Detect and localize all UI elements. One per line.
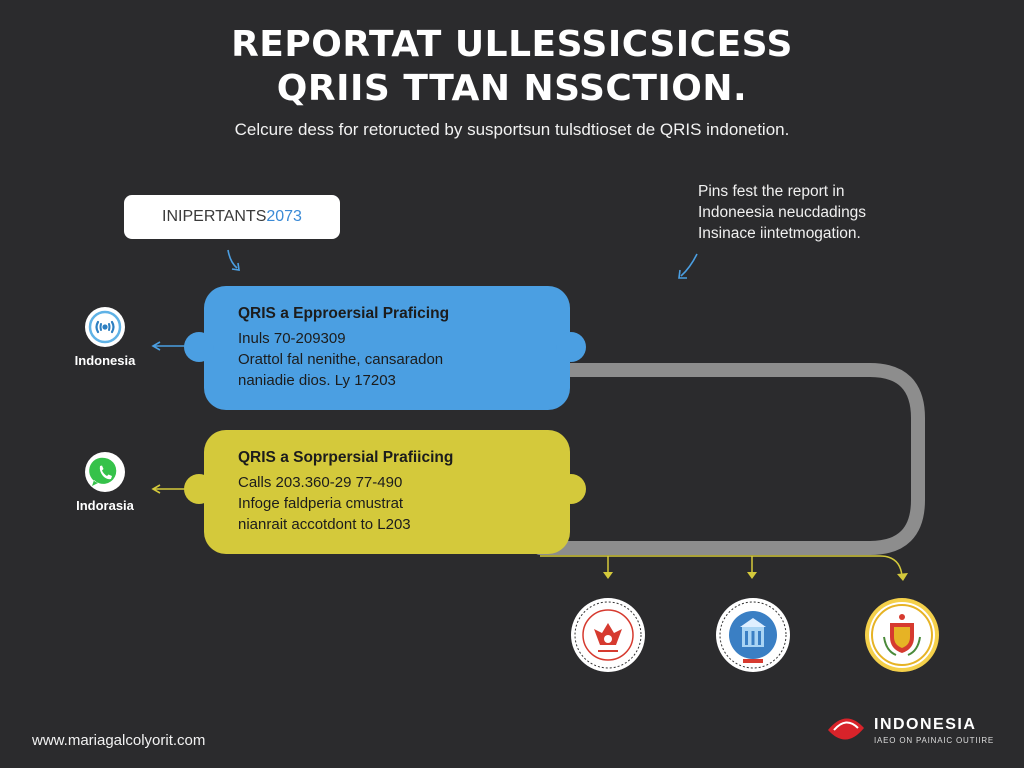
card-knob-right [556, 332, 586, 362]
card-title: QRIS a Soprpersial Prafiicing [238, 449, 454, 466]
badge-label: INIPERTANTS [162, 208, 267, 225]
blue-building-seal-icon [715, 597, 791, 678]
card-knob-left [184, 474, 214, 504]
title-line-1: REPORTAT ULLESSICSICESS [231, 24, 793, 65]
title-line-2: QRIIS TTAN NSSCTION. [276, 68, 748, 109]
badge-arrow [227, 249, 238, 269]
signal-icon [84, 306, 126, 353]
card-title: QRIS a Epproersial Praficing [238, 305, 450, 322]
card-line: Infoge faldperia cmustrat [238, 495, 404, 512]
indonesia-logo-icon [826, 712, 866, 751]
seal-branch-line [540, 555, 903, 577]
note-line-2: Indoneesia neucdadings [698, 204, 867, 221]
side-note: Pins fest the report in Indoneesia neucd… [698, 181, 998, 244]
red-emblem-seal-icon [570, 597, 646, 678]
card-line: Calls 203.360-29 77-490 [238, 474, 403, 491]
brand-tagline: IAEO ON PAINAIC OUTIIRE [874, 736, 995, 745]
card-line: Inuls 70-209309 [238, 330, 346, 347]
card-blue: QRIS a Epproersial Praficing Inuls 70-20… [204, 286, 570, 410]
gold-crest-seal-icon [864, 597, 940, 678]
year-badge: INIPERTANTS 2073 [124, 195, 340, 239]
card-line: Orattol fal nenithe, cansaradon [238, 351, 444, 368]
card-line: nianrait accotdont to L203 [238, 516, 411, 533]
card-knob-right [556, 474, 586, 504]
footer-url: www.mariagalcolyorit.com [32, 732, 206, 749]
note-line-3: Insinace iintetmogation. [698, 225, 861, 242]
card-knob-left [184, 332, 214, 362]
subtitle: Celcure dess for retoructed by susportsu… [234, 120, 790, 139]
badge-year: 2073 [266, 208, 302, 225]
brand-name: INDONESIA [874, 716, 977, 733]
card-line: naniadie dios. Ly 17203 [238, 372, 396, 389]
connector-track [533, 363, 925, 555]
note-arrow [680, 253, 698, 277]
card-yellow: QRIS a Soprpersial Prafiicing Calls 203.… [204, 430, 570, 554]
side-label-indorasia: Indorasia [76, 498, 134, 513]
note-line-1: Pins fest the report in [698, 183, 845, 200]
side-label-indonesia: Indonesia [74, 353, 136, 368]
whatsapp-icon [84, 451, 126, 498]
